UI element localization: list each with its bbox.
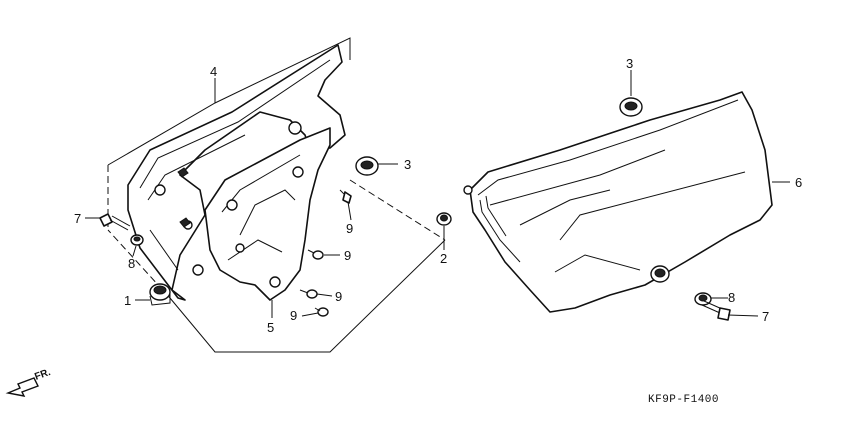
callout-4: 4	[210, 64, 217, 79]
hole-icon	[292, 166, 304, 178]
boss-icon	[288, 121, 302, 135]
screw-part-9-b[interactable]	[307, 249, 324, 260]
screw-part-9-a[interactable]	[339, 189, 352, 204]
bolt-part-7-left[interactable]	[99, 213, 131, 231]
callout-7-right: 7	[762, 309, 769, 324]
callout-9-c: 9	[335, 289, 342, 304]
callout-7-left: 7	[74, 211, 81, 226]
callout-1: 1	[124, 293, 131, 308]
callout-3-right: 3	[626, 56, 633, 71]
leader-lines	[85, 70, 790, 318]
callout-6: 6	[795, 175, 802, 190]
left-side-cover-part-4[interactable]	[127, 44, 346, 301]
tab-icon	[463, 185, 473, 195]
callout-5: 5	[267, 320, 274, 335]
arrow-left-down-icon	[5, 377, 39, 397]
front-label: FR.	[33, 367, 52, 383]
callout-3-left: 3	[404, 157, 411, 172]
hole-icon	[226, 199, 238, 211]
callout-8-right: 8	[728, 290, 735, 305]
collar-part-8-left[interactable]	[130, 234, 144, 246]
callout-8-left: 8	[128, 256, 135, 271]
boss-icon	[154, 184, 166, 196]
screw-part-9-c[interactable]	[299, 289, 318, 299]
hole-icon	[235, 243, 245, 253]
hole-icon	[269, 276, 281, 288]
inner-bracket-part-5[interactable]	[204, 127, 331, 301]
bolt-part-7-right[interactable]	[701, 300, 731, 321]
mount-hole-inner-icon	[654, 268, 666, 278]
callout-9-a: 9	[346, 221, 353, 236]
grommet-part-2[interactable]	[436, 212, 452, 226]
screw-part-9-d[interactable]	[314, 307, 329, 317]
boss-icon	[192, 264, 204, 276]
drawing-code: KF9P-F1400	[648, 394, 719, 406]
grommet-part-3-left[interactable]	[355, 156, 379, 176]
callout-2: 2	[440, 251, 447, 266]
front-direction-arrow: FR.	[5, 367, 52, 397]
callout-9-b: 9	[344, 248, 351, 263]
grommet-part-1[interactable]	[149, 283, 171, 306]
grommet-part-3-right[interactable]	[619, 97, 643, 117]
callouts: 4 7 8 1 5 3 9 9 9 9 2 3 6 8 7	[74, 56, 802, 335]
right-side-cover-part-6[interactable]	[463, 91, 773, 313]
callout-9-d: 9	[290, 308, 297, 323]
left-assembly-group	[107, 37, 446, 353]
